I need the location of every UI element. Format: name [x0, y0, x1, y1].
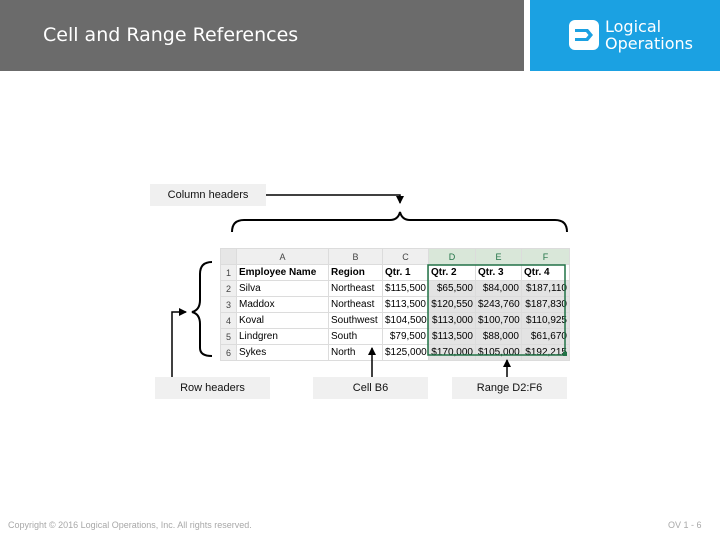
cell[interactable]: $187,110 [521, 280, 570, 297]
title-bar: Cell and Range References [0, 0, 524, 71]
callout-column-headers: Column headers [150, 184, 266, 206]
row-headers-brace [191, 261, 213, 357]
cell[interactable]: $113,000 [428, 312, 476, 329]
column-header[interactable]: E [475, 248, 522, 265]
logo-arrow-icon [569, 20, 599, 50]
cell[interactable]: $65,500 [428, 280, 476, 297]
column-header[interactable]: F [521, 248, 570, 265]
table-row: 2 Silva Northeast $115,500 $65,500 $84,0… [220, 280, 570, 297]
cell[interactable]: $170,000 [428, 344, 476, 361]
cell[interactable]: $192,215 [521, 344, 570, 361]
row-header[interactable]: 1 [220, 264, 237, 281]
callout-cell-b6: Cell B6 [313, 377, 428, 399]
column-letter-row: A B C D E F [220, 248, 570, 265]
cell[interactable]: $105,000 [475, 344, 522, 361]
copyright-footer: Copyright © 2016 Logical Operations, Inc… [8, 520, 252, 530]
logo-text: Logical Operations [605, 18, 693, 52]
cell[interactable]: $61,670 [521, 328, 570, 345]
page-number: OV 1 - 6 [668, 520, 702, 530]
column-header[interactable]: B [328, 248, 383, 265]
cell[interactable]: $187,830 [521, 296, 570, 313]
range-selection-border [427, 264, 566, 356]
logo-line-1: Logical [605, 17, 662, 36]
fill-handle[interactable] [563, 352, 567, 356]
callout-row-headers: Row headers [155, 377, 270, 399]
column-headers-arrow [266, 194, 404, 204]
column-header[interactable]: D [428, 248, 476, 265]
row-headers-arrow [171, 308, 187, 377]
column-headers-brace [231, 211, 568, 233]
cell[interactable]: $100,700 [475, 312, 522, 329]
logo-line-2: Operations [605, 34, 693, 53]
callout-range-d2-f6: Range D2:F6 [452, 377, 567, 399]
slide-title: Cell and Range References [43, 24, 299, 46]
logo: Logical Operations [530, 0, 720, 71]
column-header[interactable]: A [236, 248, 329, 265]
